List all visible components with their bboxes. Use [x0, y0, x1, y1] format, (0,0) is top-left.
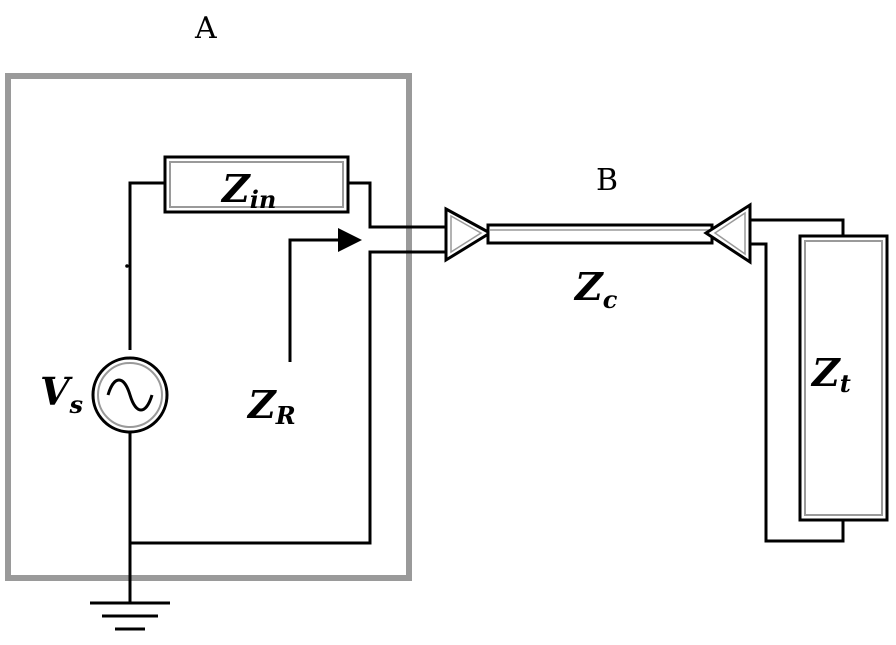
- z-c-symbol: Z: [573, 264, 604, 309]
- sine-wave-icon: [106, 378, 154, 412]
- z-c-subscript: c: [603, 285, 618, 314]
- connector-left: [444, 206, 493, 263]
- z-r-symbol: Z: [246, 382, 277, 427]
- v-s-subscript: s: [68, 390, 83, 419]
- svg-text:Zc: Zc: [573, 264, 618, 314]
- z-in-subscript: in: [250, 185, 277, 214]
- connector-right: [703, 202, 752, 265]
- v-s-symbol: V: [40, 369, 73, 414]
- svg-text:ZR: ZR: [246, 382, 296, 430]
- source-loop: [125, 181, 446, 602]
- z-r-subscript: R: [275, 401, 296, 430]
- z-t-symbol: Z: [810, 350, 841, 395]
- load-wires: [750, 218, 845, 543]
- wire-zin-to-connector: [348, 181, 446, 229]
- resistor-z-in: Zin: [163, 155, 350, 214]
- z-t-subscript: t: [840, 369, 851, 398]
- z-in-symbol: Z: [220, 166, 251, 211]
- transmission-line: [486, 223, 714, 245]
- svg-text:Vs: Vs: [40, 369, 83, 419]
- svg-text:Zin: Zin: [220, 166, 276, 214]
- resistor-z-t: Zt: [798, 234, 889, 522]
- svg-text:Zt: Zt: [810, 350, 851, 398]
- ground-icon: [90, 601, 170, 631]
- z-r-arrow: [288, 228, 362, 362]
- voltage-source: [91, 356, 169, 434]
- enclosure-a: [5, 73, 412, 581]
- label-region-b: B: [596, 163, 618, 198]
- label-region-a: A: [194, 11, 217, 46]
